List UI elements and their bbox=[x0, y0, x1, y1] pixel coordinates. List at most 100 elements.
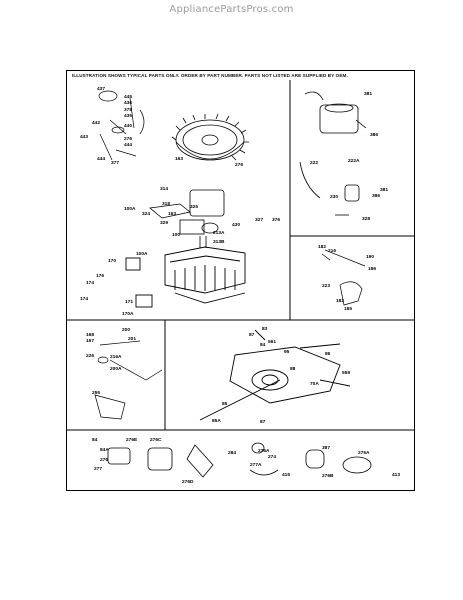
callout-label: 83 bbox=[262, 326, 268, 332]
callout-label: 85A bbox=[212, 418, 221, 424]
callout-label: 274 bbox=[268, 454, 276, 460]
callout-label: 216 bbox=[328, 248, 336, 254]
callout-label: 442 bbox=[92, 120, 100, 126]
callout-label: 87 bbox=[249, 332, 255, 338]
callout-label: 185 bbox=[344, 306, 352, 312]
callout-label: 415 bbox=[282, 472, 290, 478]
callout-label: 276 bbox=[124, 136, 132, 142]
callout-label: 276A bbox=[258, 448, 270, 454]
callout-label: 381 bbox=[380, 187, 388, 193]
callout-label: 436 bbox=[124, 100, 132, 106]
section-dividers bbox=[66, 80, 415, 431]
callout-label: 559 bbox=[342, 370, 350, 376]
throttle-control-drawing bbox=[94, 340, 163, 420]
callout-label: 376 bbox=[272, 217, 280, 223]
callout-label: 318 bbox=[162, 201, 170, 207]
callout-label: 275A bbox=[358, 450, 370, 456]
callout-label: 325 bbox=[190, 204, 198, 210]
callout-label: 444 bbox=[97, 156, 105, 162]
callout-label: 314 bbox=[160, 186, 168, 192]
callout-label: 445 bbox=[124, 94, 132, 100]
callout-label: 167 bbox=[86, 338, 94, 344]
callout-label: 190 bbox=[366, 254, 374, 260]
choke-linkage-drawing bbox=[321, 249, 366, 306]
callout-label: 277 bbox=[94, 466, 102, 472]
muffler-options-drawing bbox=[107, 442, 372, 478]
callout-label: 327 bbox=[255, 217, 263, 223]
callout-labels: 437 445 436 378 435 442 440 443 444 276 … bbox=[80, 86, 400, 485]
callout-label: 226 bbox=[86, 353, 94, 359]
callout-label: 222 bbox=[310, 160, 318, 166]
sheet-header: ILLUSTRATION SHOWS TYPICAL PARTS ONLY. O… bbox=[72, 73, 348, 78]
callout-label: 182 bbox=[318, 244, 326, 250]
callout-label: 284 bbox=[228, 450, 236, 456]
callout-label: 255 bbox=[92, 390, 100, 396]
callout-label: 324 bbox=[142, 211, 150, 217]
site-watermark: AppliancePartsPros.com bbox=[169, 4, 294, 15]
callout-label: 174 bbox=[86, 280, 94, 286]
callout-label: 84 bbox=[260, 342, 266, 348]
callout-label: 186 bbox=[368, 266, 376, 272]
callout-label: 200A bbox=[110, 366, 122, 372]
callout-label: 329 bbox=[160, 220, 168, 226]
callout-label: 230 bbox=[330, 194, 338, 200]
callout-label: 444 bbox=[124, 142, 132, 148]
callout-label: 387 bbox=[322, 445, 330, 451]
callout-label: 386 bbox=[372, 193, 380, 199]
callout-label: 413 bbox=[392, 472, 400, 478]
callout-label: 223 bbox=[322, 283, 330, 289]
engine-block-drawing bbox=[125, 246, 246, 308]
callout-label: 86 bbox=[325, 351, 331, 357]
callout-label: 100A bbox=[136, 251, 148, 257]
callout-label: 182 bbox=[336, 298, 344, 304]
callout-label: 381 bbox=[364, 91, 372, 97]
callout-label: 84A bbox=[100, 447, 109, 453]
callout-label: 170A bbox=[122, 311, 134, 317]
callout-label: 276C bbox=[150, 437, 162, 443]
callout-label: 100 bbox=[172, 232, 180, 238]
callout-label: 163 bbox=[168, 211, 176, 217]
callout-label: 440 bbox=[124, 123, 132, 129]
callout-label: 176 bbox=[96, 273, 104, 279]
callout-label: 328 bbox=[362, 216, 370, 222]
callout-label: 276 bbox=[100, 457, 108, 463]
callout-label: 222A bbox=[348, 158, 360, 164]
callout-label: 174 bbox=[80, 296, 88, 302]
parts-diagram-sheet bbox=[66, 70, 415, 491]
callout-label: 213A bbox=[213, 230, 225, 236]
callout-label: 201 bbox=[128, 336, 136, 342]
callout-label: 435 bbox=[124, 113, 132, 119]
callout-label: 88 bbox=[290, 366, 296, 372]
callout-label: 378 bbox=[124, 107, 132, 113]
callout-label: 276 bbox=[235, 162, 243, 168]
callout-label: 95 bbox=[284, 349, 290, 355]
callout-label: 84 bbox=[92, 437, 98, 443]
callout-label: 87 bbox=[260, 419, 266, 425]
callout-label: 561 bbox=[268, 339, 276, 345]
callout-label: 170 bbox=[108, 258, 116, 264]
callout-label: 276B bbox=[322, 473, 334, 479]
callout-label: 443 bbox=[80, 134, 88, 140]
callout-label: 313B bbox=[213, 239, 225, 245]
callout-label: 216A bbox=[110, 354, 122, 360]
callout-label: 276D bbox=[182, 479, 194, 485]
callout-label: 430 bbox=[232, 222, 240, 228]
callout-label: 276E bbox=[126, 437, 138, 443]
callout-label: 437 bbox=[97, 86, 105, 92]
governor-linkage-drawing bbox=[98, 90, 145, 161]
callout-label: 171 bbox=[125, 299, 133, 305]
callout-label: 163 bbox=[175, 156, 183, 162]
callout-label: 377 bbox=[111, 160, 119, 166]
callout-label: 100A bbox=[124, 206, 136, 212]
callout-label: 200 bbox=[122, 327, 130, 333]
carburetor-drawing bbox=[149, 189, 225, 248]
callout-label: 386 bbox=[370, 132, 378, 138]
electric-starter-drawing bbox=[299, 91, 367, 216]
flywheel-drawing bbox=[171, 113, 249, 161]
crankshaft-sump-drawing bbox=[199, 329, 351, 421]
callout-label: 168 bbox=[86, 332, 94, 338]
callout-label: 277A bbox=[250, 462, 262, 468]
callout-label: 70A bbox=[310, 381, 319, 387]
callout-label: 85 bbox=[222, 401, 228, 407]
